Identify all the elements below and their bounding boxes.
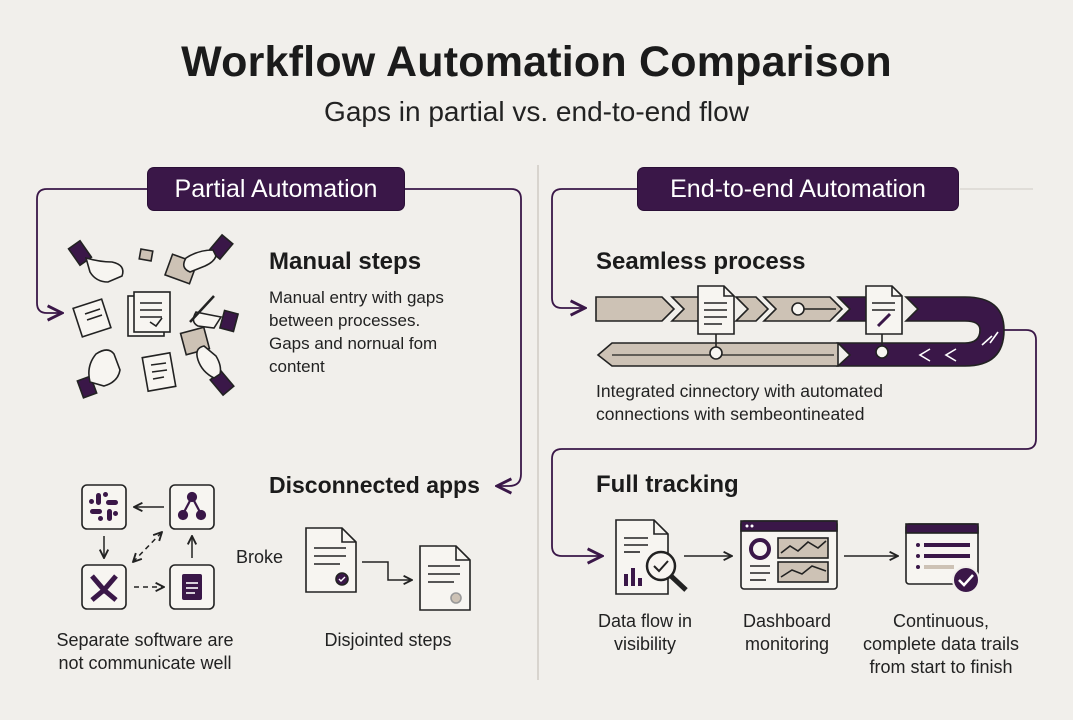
arrow-icon (362, 561, 412, 580)
e2e-connector-left (551, 188, 638, 308)
broke-label: Broke (236, 547, 284, 567)
disjointed-steps-illustration (305, 527, 471, 611)
report-search-icon (615, 519, 688, 595)
hand-icon (196, 345, 235, 397)
page-subtitle: Gaps in partial vs. end-to-end flow (324, 96, 749, 127)
slack-app-icon (81, 484, 127, 530)
e2e-connector-right (551, 329, 1037, 556)
document-icon (305, 527, 357, 593)
page-title: Workflow Automation Comparison (181, 38, 892, 86)
paper-icon (72, 298, 112, 338)
excel-x-icon (90, 574, 118, 602)
full-tracking-illustration (615, 519, 980, 595)
disconnected-apps-heading: Disconnected apps (269, 472, 480, 498)
document-icon (419, 545, 471, 611)
seamless-process-heading: Seamless process (596, 248, 806, 275)
document-icon (865, 285, 903, 335)
pipeline-node (709, 346, 723, 360)
partial-connector-right (404, 188, 522, 486)
pipeline-segment (595, 296, 676, 322)
seamless-pipeline (595, 285, 1005, 367)
paper-icon (141, 351, 177, 393)
separate-software-caption: Separate software are not communicate we… (56, 630, 234, 673)
full-tracking-heading: Full tracking (596, 471, 739, 498)
dashboard-caption: Dashboard monitoring (742, 611, 832, 654)
log-check-icon (905, 523, 980, 594)
end-to-end-automation-label: End-to-end Automation (638, 168, 958, 210)
paper-icon (127, 291, 171, 337)
pipeline-node (875, 345, 889, 359)
pipeline-node (791, 302, 805, 316)
manual-steps-description: Manual entry with gaps between processes… (269, 288, 444, 376)
slack-icon (89, 492, 118, 521)
hand-icon (189, 295, 240, 333)
disjointed-steps-caption: Disjointed steps (324, 630, 452, 650)
manual-steps-heading: Manual steps (269, 248, 422, 275)
hand-icon (182, 233, 234, 273)
disconnected-apps-illustration (81, 484, 215, 610)
dashboard-icon (740, 520, 838, 590)
partial-automation-label: Partial Automation (148, 168, 404, 210)
pipeline-segment (734, 296, 770, 322)
data-flow-caption: Data flow in visibility (597, 611, 693, 654)
manual-steps-illustration (67, 233, 240, 399)
hand-icon (76, 349, 121, 399)
network-icon (177, 491, 207, 521)
paper-icon (138, 248, 154, 262)
seamless-process-description: Integrated cinnectory with automated con… (596, 381, 883, 424)
document-icon (182, 574, 202, 600)
continuous-trails-caption: Continuous, complete data trails from st… (862, 611, 1020, 677)
partial-connector-left (36, 188, 148, 313)
arrow-icon (133, 532, 162, 562)
hand-icon (67, 239, 124, 283)
network-app-icon (169, 484, 215, 530)
document-icon (697, 285, 735, 335)
